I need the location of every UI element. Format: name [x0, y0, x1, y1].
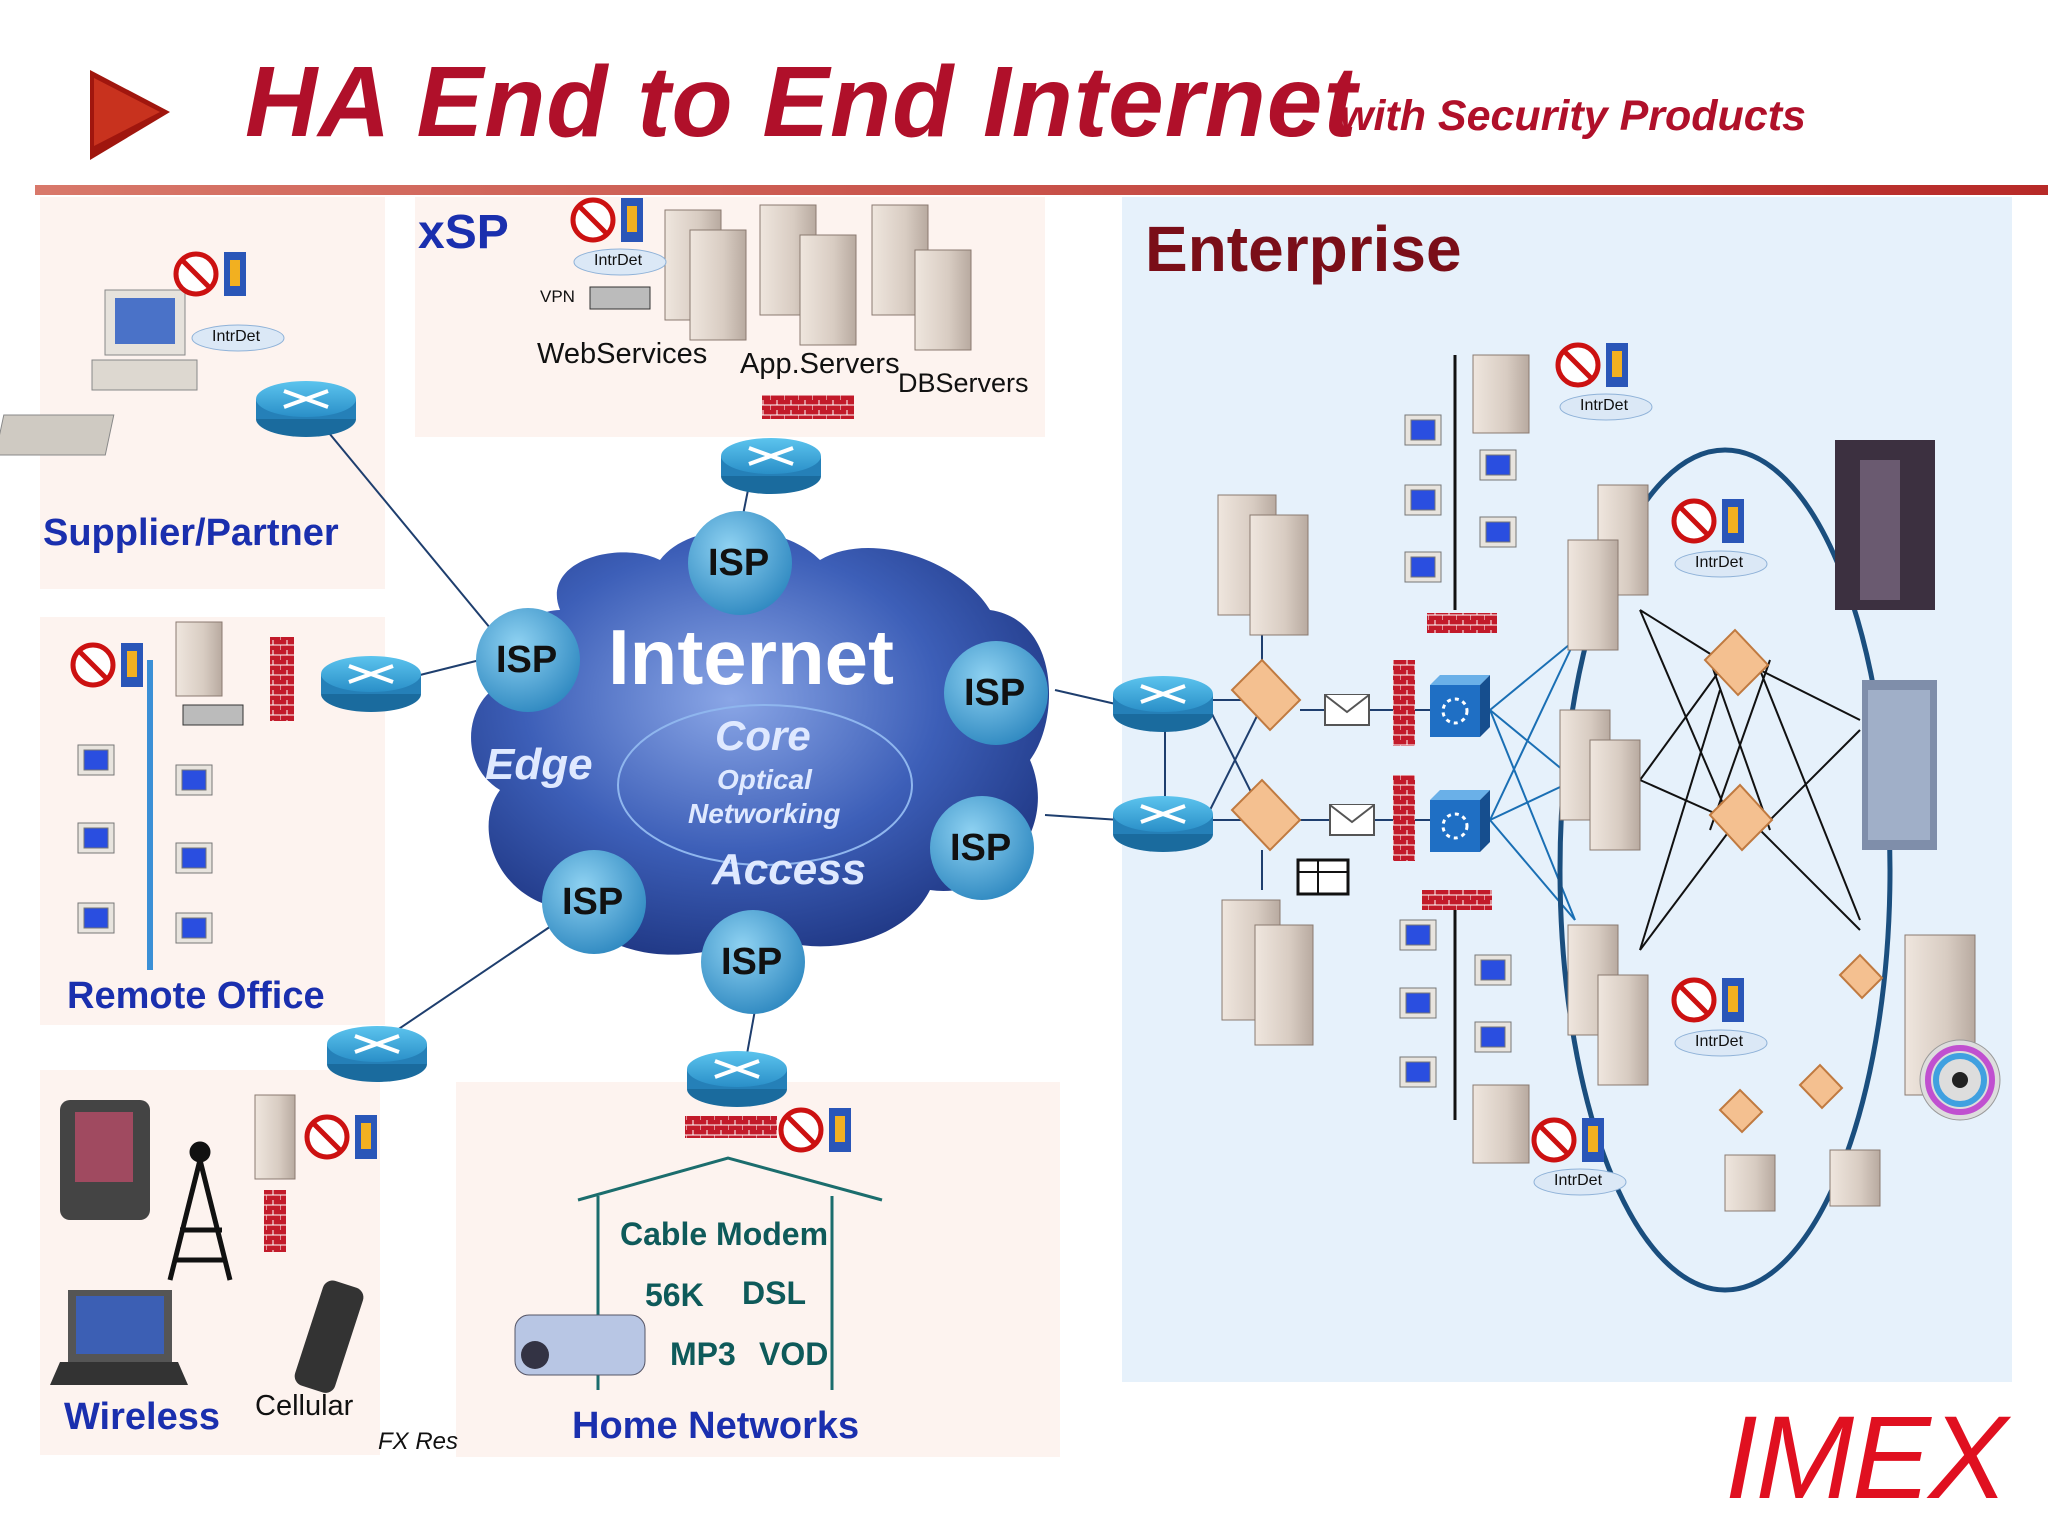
db-servers-label: DBServers [898, 368, 1029, 398]
cellular-label: Cellular [255, 1390, 354, 1422]
wireless-label: Wireless [64, 1396, 220, 1438]
mail-icons [1324, 694, 1375, 836]
webservices-label: WebServices [537, 338, 708, 370]
isp-label-right-upper: ISP [964, 672, 1026, 714]
intrdet-label-ent4: IntrDet [1554, 1172, 1603, 1189]
isp-nodes [476, 511, 1048, 1014]
imex-logo: IMEX [1725, 1392, 2007, 1524]
servers [175, 204, 1976, 1212]
networking-label: Networking [688, 798, 841, 829]
cell-phone-device [294, 1280, 364, 1393]
security-icons [70, 197, 1744, 1163]
xsp-label: xSP [418, 206, 509, 259]
remote-vpn-device [182, 704, 244, 726]
isp-label-bottom-left: ISP [562, 881, 624, 923]
dsl-label: DSL [742, 1275, 806, 1311]
routers [256, 381, 1213, 1107]
enterprise-label: Enterprise [1145, 213, 1462, 285]
play-arrow-icon [90, 70, 170, 160]
content-switches [1230, 628, 1884, 1134]
radio-tower [167, 1141, 233, 1281]
isp-label-right-lower: ISP [950, 827, 1012, 869]
isp-label-left: ISP [496, 639, 558, 681]
mp3-label: MP3 [670, 1336, 736, 1372]
intrdet-label-supplier: IntrDet [212, 328, 261, 345]
core-switches [1430, 675, 1490, 852]
isp-label-bottom: ISP [721, 941, 783, 983]
projector-icon [514, 1314, 646, 1376]
workstations [77, 414, 1517, 1088]
core-mesh-links [1639, 609, 1861, 951]
vpn-device [589, 286, 651, 310]
core-label: Core [715, 712, 811, 759]
laptop-device [50, 1290, 188, 1385]
vpn-label: VPN [540, 287, 575, 306]
optical-label: Optical [717, 764, 812, 795]
intrdet-label-ent3: IntrDet [1695, 1033, 1744, 1050]
home-networks-label: Home Networks [572, 1405, 860, 1447]
backbone-ring [1557, 447, 1893, 1293]
internet-label: Internet [608, 613, 895, 701]
remote-office-label: Remote Office [67, 975, 325, 1017]
pda-device [60, 1100, 150, 1220]
title-rule [35, 185, 2048, 195]
cd-disc-icon [1919, 1039, 2001, 1121]
mainframe-units [1835, 440, 1937, 850]
vod-label: VOD [759, 1336, 829, 1372]
fx-fragment-label: FX Res [378, 1428, 458, 1455]
internet-cloud [471, 530, 1050, 955]
intrdet-label-ent2: IntrDet [1695, 554, 1744, 571]
supplier-desktop-pc [0, 289, 198, 456]
56k-label: 56K [645, 1277, 704, 1313]
page-subtitle: with Security Products [1340, 92, 1806, 140]
edge-label: Edge [485, 740, 593, 789]
access-label: Access [712, 845, 867, 894]
app-servers-label: App.Servers [740, 348, 900, 380]
firewalls [264, 395, 1497, 1252]
cable-modem-label: Cable Modem [620, 1216, 829, 1252]
intrdet-label-xsp: IntrDet [594, 252, 643, 269]
table-icon [1296, 858, 1350, 896]
supplier-label: Supplier/Partner [43, 512, 339, 554]
isp-label-top: ISP [708, 542, 770, 584]
intrdet-badges [191, 248, 1768, 1196]
home-networks-panel [456, 1082, 1060, 1457]
page-title: HA End to End Internet [245, 46, 1358, 158]
intrdet-label-ent1: IntrDet [1580, 397, 1629, 414]
